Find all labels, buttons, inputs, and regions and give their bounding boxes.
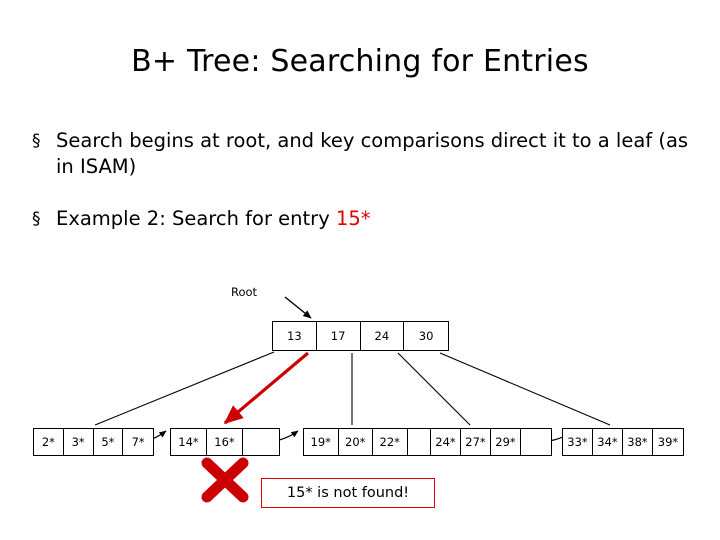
leaf4-cell-1: 27* (461, 429, 491, 455)
leaf4-cell-3 (521, 429, 551, 455)
leaf2-cell-1: 16* (207, 429, 243, 455)
not-found-callout: 15* is not found! (261, 478, 435, 508)
not-found-x-icon (201, 457, 249, 503)
root-key-0: 13 (273, 322, 317, 350)
leaf1-cell-3: 7* (131, 435, 145, 449)
leaf-node-1: 2* 3* 5* 7* (33, 428, 154, 456)
leaf1-cell-0: 2* (34, 429, 64, 455)
leaf5-cell-0: 33* (563, 429, 593, 455)
bullet-item-1: § Search begins at root, and key compari… (30, 128, 690, 180)
leaf-node-2: 14* 16* (170, 428, 280, 456)
leaf2-cell-2 (243, 429, 279, 455)
leaf3-cell-2: 22* (373, 429, 408, 455)
leaf-node-3: 19* 20* 22* (303, 428, 443, 456)
bullet-text-1: Search begins at root, and key compariso… (56, 129, 689, 178)
leaf5-cell-3: 39* (657, 435, 679, 449)
leaf4-cell-0: 24* (431, 429, 461, 455)
leaf-node-4: 24* 27* 29* (430, 428, 552, 456)
root-label: Root (231, 285, 258, 299)
search-key-highlight: 15* (335, 207, 371, 230)
bullet-item-2: § Example 2: Search for entry 15* (30, 206, 690, 232)
leaf5-cell-1: 34* (593, 429, 623, 455)
leaf5-cell-2: 38* (623, 429, 653, 455)
root-key-3: 30 (418, 329, 434, 343)
bullet-marker-icon: § (32, 209, 41, 229)
leaf4-cell-2: 29* (491, 429, 521, 455)
root-key-1: 17 (317, 322, 361, 350)
leaf1-cell-2: 5* (94, 429, 124, 455)
bullet-text-2: Example 2: Search for entry (56, 207, 336, 230)
leaf3-cell-1: 20* (339, 429, 373, 455)
root-node: 13 17 24 30 (272, 321, 449, 351)
leaf3-cell-0: 19* (304, 429, 339, 455)
bullet-list: § Search begins at root, and key compari… (30, 128, 690, 258)
leaf-node-5: 33* 34* 38* 39* (562, 428, 684, 456)
btree-diagram: Root (0, 285, 720, 525)
leaf1-cell-1: 3* (64, 429, 94, 455)
page-title: B+ Tree: Searching for Entries (131, 44, 589, 79)
bullet-marker-icon: § (32, 131, 41, 151)
leaf2-cell-0: 14* (171, 429, 207, 455)
root-key-2: 24 (361, 322, 405, 350)
